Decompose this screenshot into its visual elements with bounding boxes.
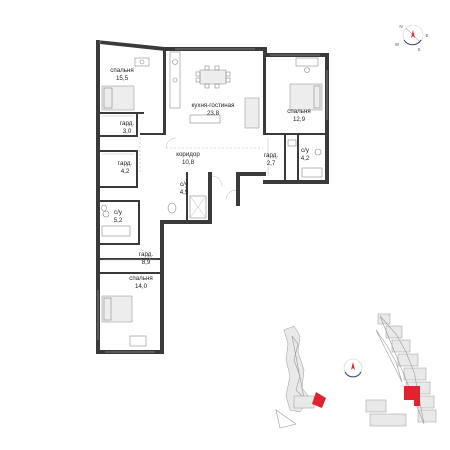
windows <box>97 40 328 353</box>
bed-icon <box>289 83 323 111</box>
interior-walls <box>100 47 327 274</box>
building-highlight-right <box>404 386 420 406</box>
bed-icon <box>101 295 133 323</box>
compass-east: E <box>425 33 428 38</box>
room-area-bedroom1: 15,5 <box>116 75 129 82</box>
dining-table-icon <box>199 69 227 85</box>
site-compass-needle-icon <box>351 362 355 370</box>
room-name-bath2: с/у <box>180 181 189 188</box>
room-name-wardrobe4: гард. <box>139 251 153 258</box>
compass-rose-top: N E S W <box>395 24 429 52</box>
sofa-icon <box>244 97 260 129</box>
zone-separators <box>139 138 263 172</box>
building-highlight-left <box>312 392 326 408</box>
compass-south: S <box>417 47 420 52</box>
room-area-bath3: 5,2 <box>114 217 123 224</box>
furniture <box>101 51 323 347</box>
room-name-wardrobe1: гард. <box>120 120 134 127</box>
site-building-right <box>365 313 437 427</box>
bed-icon <box>101 85 135 111</box>
room-name-corridor: коридор <box>176 151 200 158</box>
room-area-bedroom2: 12,9 <box>293 116 306 123</box>
room-area-wardrobe4: 8,9 <box>142 259 151 266</box>
room-area-bedroom3: 14,0 <box>135 283 148 290</box>
room-labels: спальня 15,5 кухня-гостиная 23,8 спальня… <box>110 67 311 290</box>
room-area-kitchen: 23,8 <box>207 110 220 117</box>
room-area-wardrobe2: 2,7 <box>267 160 276 167</box>
compass-needle-icon <box>411 30 415 38</box>
room-area-bath2: 4,5 <box>180 189 189 196</box>
compass-north: N <box>399 24 402 29</box>
site-plan <box>275 313 437 429</box>
room-name-wardrobe2: гард. <box>264 152 278 159</box>
room-name-bedroom3: спальня <box>129 275 153 282</box>
compass-west: W <box>395 42 400 47</box>
room-area-bath1: 4,2 <box>301 155 310 162</box>
room-name-bath3: с/у <box>114 209 123 216</box>
room-area-wardrobe1: 3,0 <box>123 128 132 135</box>
apartment-plan: спальня 15,5 кухня-гостиная 23,8 спальня… <box>96 40 329 354</box>
room-name-bedroom1: спальня <box>110 67 134 74</box>
room-name-wardrobe3: гард. <box>118 160 132 167</box>
room-area-wardrobe3: 4,2 <box>121 168 130 175</box>
room-name-bath1: с/у <box>301 147 310 154</box>
room-name-kitchen: кухня-гостиная <box>192 102 235 109</box>
room-area-corridor: 10,8 <box>182 159 195 166</box>
room-name-bedroom2: спальня <box>287 108 311 115</box>
